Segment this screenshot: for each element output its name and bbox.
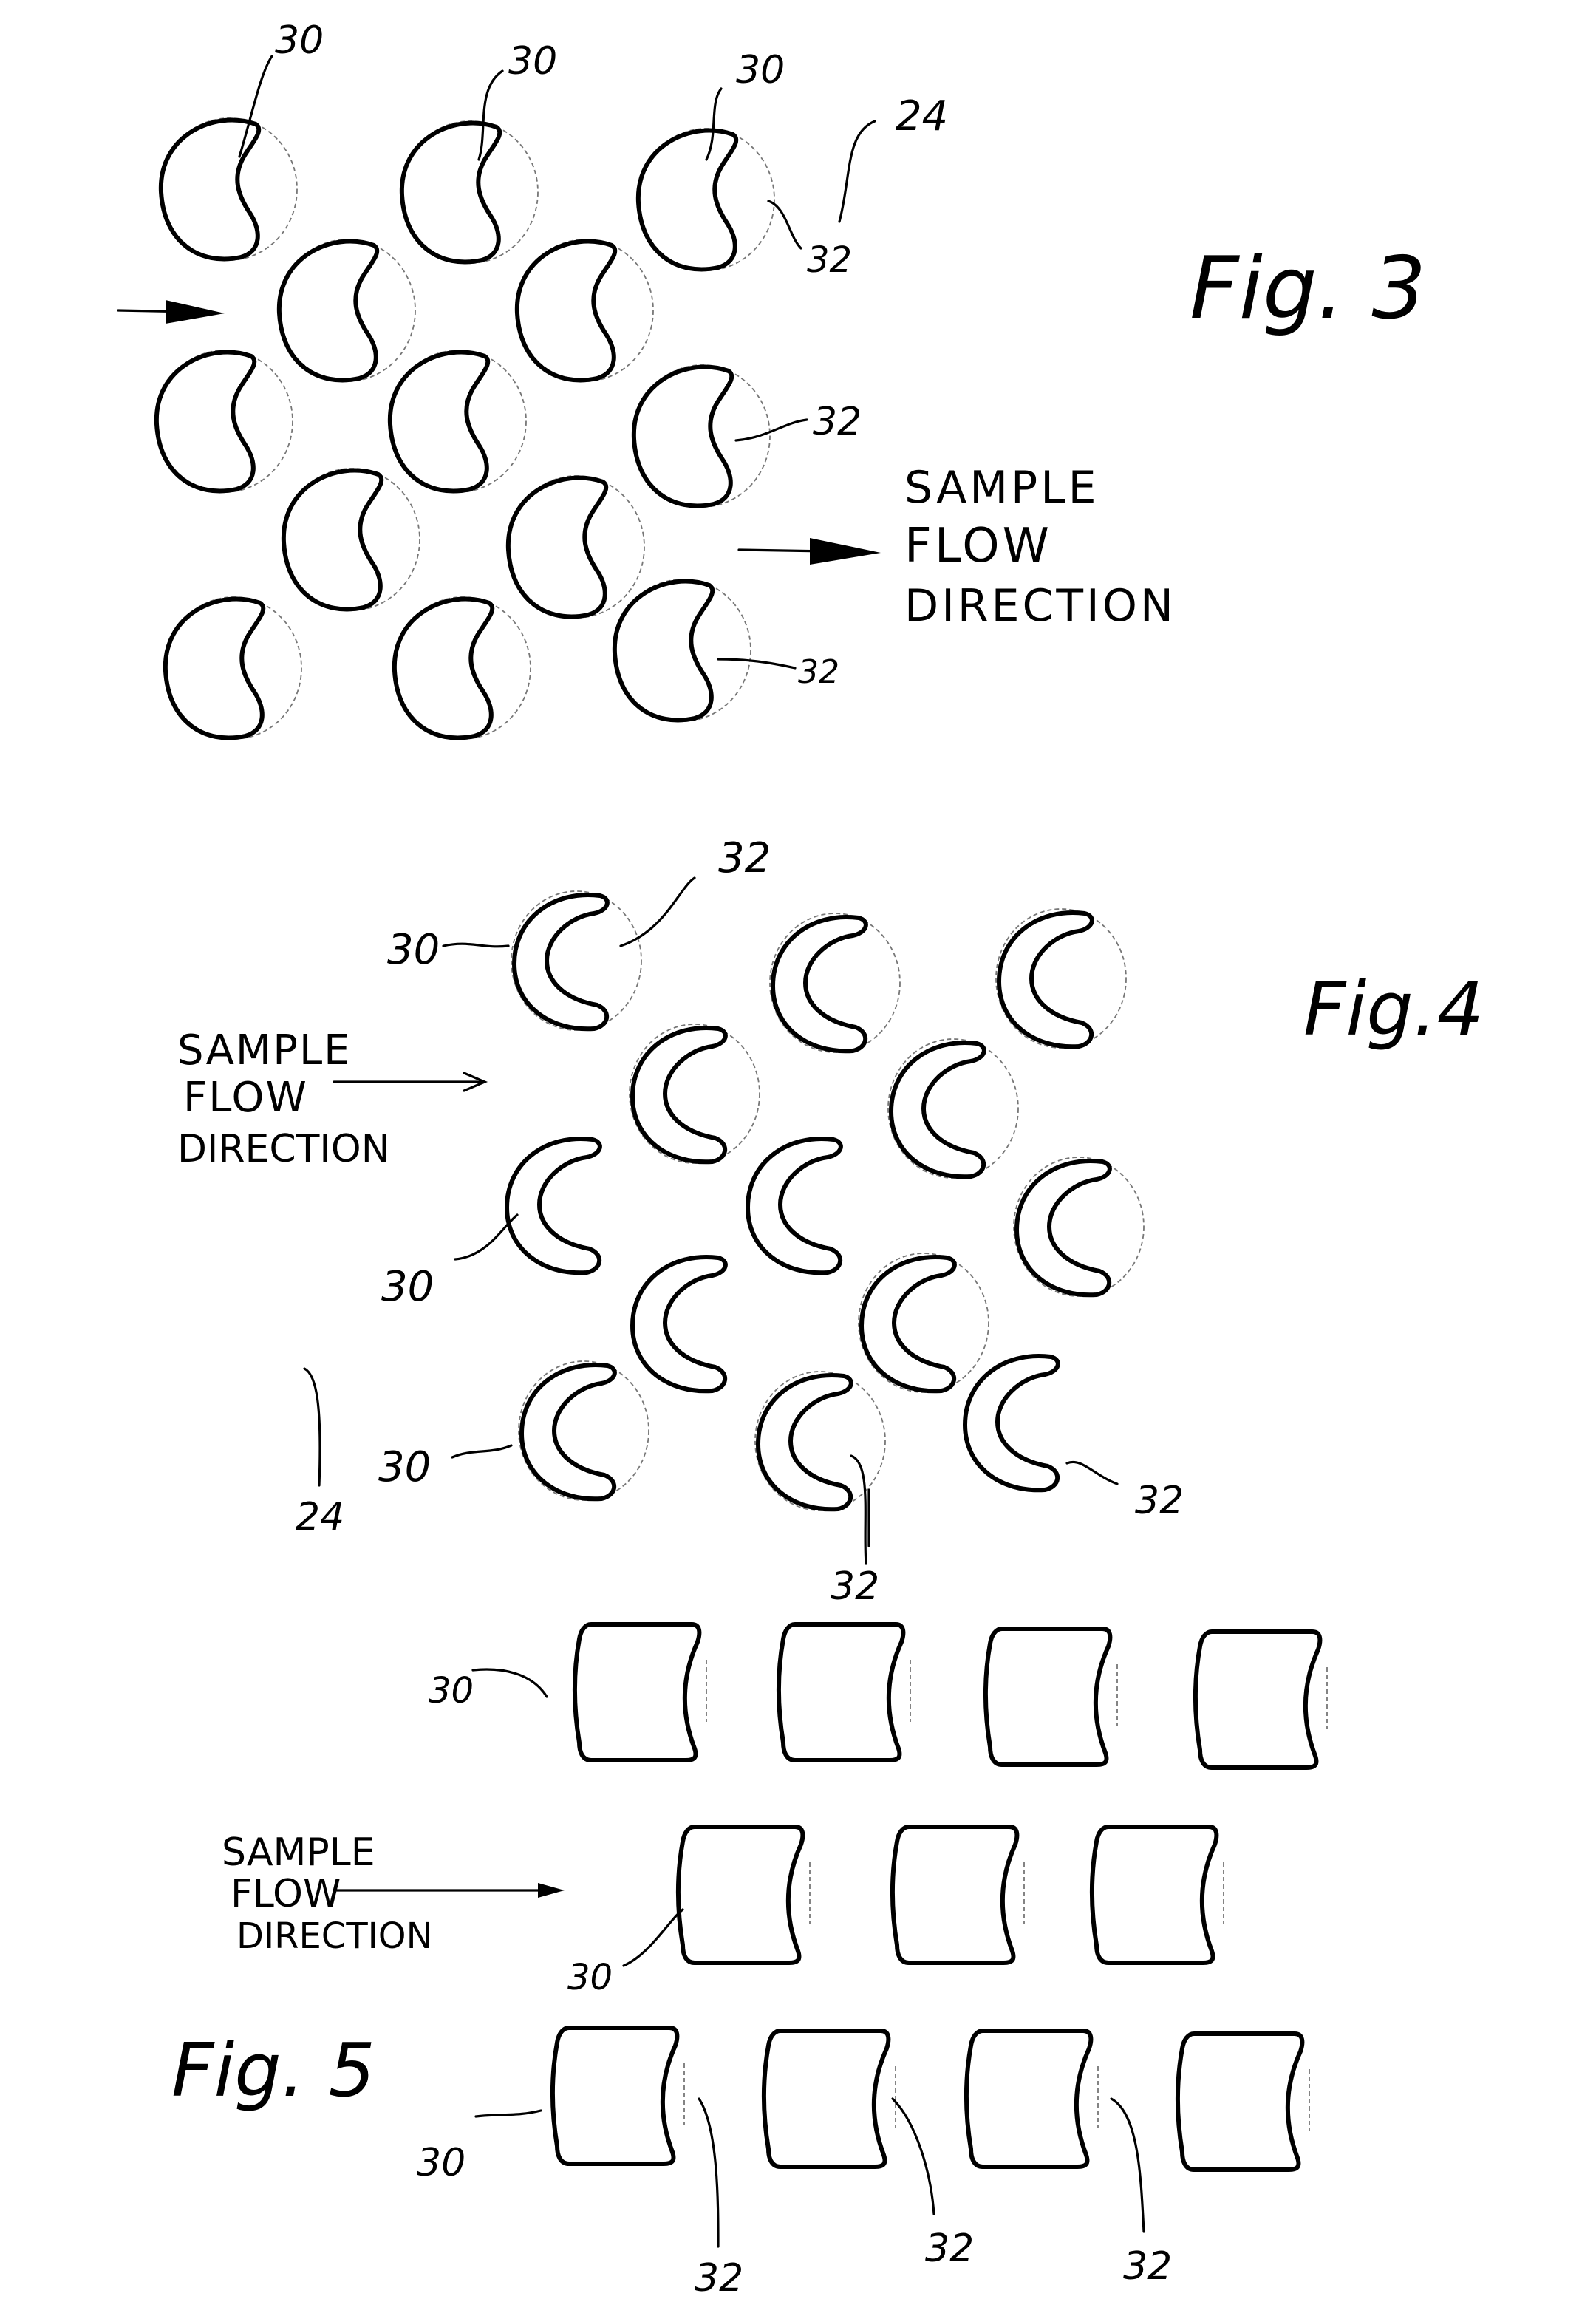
fig4-label-30: 30 — [387, 926, 440, 974]
fig3-label-30: 30 — [736, 48, 785, 92]
fig4-leader — [454, 1213, 519, 1261]
fig5-post — [779, 1624, 910, 1760]
fig3-leader — [838, 120, 876, 223]
fig5-leader — [474, 2109, 542, 2118]
fig3-title: Fig. 3 — [1190, 239, 1426, 338]
fig3-post — [508, 476, 644, 618]
fig5-label-30: 30 — [417, 2141, 466, 2185]
fig3-post — [638, 129, 774, 270]
fig5-leader — [891, 2097, 935, 2215]
fig4-post — [632, 1257, 726, 1391]
fig4-post — [511, 891, 641, 1030]
fig3-flow-arrow-icon — [737, 538, 881, 565]
fig4-leader — [303, 1367, 321, 1487]
fig3-leader — [717, 658, 797, 670]
fig4-leader — [850, 1454, 867, 1565]
fig4-post — [888, 1039, 1018, 1178]
fig3-label-24: 24 — [896, 92, 948, 140]
fig3-post — [615, 579, 751, 721]
fig3-label-30: 30 — [275, 18, 324, 63]
fig4-leader — [442, 942, 510, 948]
fig4-post — [630, 1024, 760, 1163]
fig4-post — [519, 1361, 649, 1500]
fig3-flow-label-line2: FLOW — [904, 519, 1052, 573]
fig4-leader — [619, 876, 696, 947]
fig5-leader — [698, 2097, 720, 2248]
fig4-post-array — [507, 891, 1144, 1510]
fig4-label-32: 32 — [1135, 1479, 1184, 1523]
fig4-label-32: 32 — [718, 834, 771, 882]
fig5-label-30: 30 — [429, 1670, 474, 1712]
fig3-post — [166, 597, 301, 739]
fig4-flow-label-line1: SAMPLE — [177, 1026, 352, 1074]
fig3-post — [279, 239, 415, 381]
fig4-flow-label-line3: DIRECTION — [177, 1127, 390, 1171]
fig3-leader — [705, 87, 723, 161]
fig5-post — [678, 1827, 810, 1963]
fig4-post — [1014, 1157, 1144, 1296]
fig5-flow-label-line3: DIRECTION — [236, 1915, 432, 1957]
fig3-post — [157, 350, 293, 492]
fig5-flow-label-line1: SAMPLE — [222, 1830, 375, 1875]
fig5-post — [986, 1629, 1117, 1765]
fig3-label-32: 32 — [798, 653, 839, 691]
fig4-post — [859, 1253, 989, 1392]
fig5-label-32: 32 — [925, 2227, 974, 2271]
fig4-label-30: 30 — [381, 1263, 434, 1311]
fig5-post — [764, 2031, 896, 2167]
fig3-post — [390, 350, 526, 492]
fig3-label-30: 30 — [508, 39, 557, 84]
fig4-flow-arrow-icon — [332, 1072, 488, 1092]
fig3-label-32: 32 — [807, 239, 852, 281]
fig4-label-24: 24 — [296, 1495, 344, 1539]
fig3-label-32: 32 — [813, 400, 862, 444]
fig5-label-32: 32 — [1123, 2244, 1172, 2289]
fig3-post — [284, 469, 420, 610]
fig3-post — [634, 365, 770, 507]
fig5-post — [893, 1827, 1024, 1963]
figure-3: 30 30 30 24 32 32 32 SAMPLE FLOW DIRECTI… — [117, 18, 1426, 739]
figure-4: 30 32 30 30 24 32 32 SAMPLE FLOW DIRECTI… — [177, 834, 1484, 1609]
fig4-title: Fig.4 — [1303, 966, 1484, 1052]
fig4-flow-label-line2: FLOW — [183, 1074, 308, 1122]
fig3-post — [402, 121, 538, 263]
fig3-post — [161, 118, 297, 260]
fig3-flow-label-line1: SAMPLE — [904, 462, 1099, 514]
fig5-leader — [622, 1908, 684, 1967]
fig4-leader — [1065, 1460, 1119, 1485]
fig5-flow-arrow-icon — [335, 1883, 565, 1898]
fig5-post-array — [553, 1624, 1327, 2170]
fig5-leader — [471, 1668, 548, 1698]
fig4-post — [996, 909, 1126, 1048]
fig4-post — [770, 913, 900, 1052]
fig3-leader — [477, 69, 504, 161]
fig4-post — [965, 1356, 1058, 1490]
figure-5: 30 30 30 32 32 32 SAMPLE FLOW DIRECTION … — [171, 1488, 1327, 2300]
fig5-post — [553, 2028, 684, 2164]
fig3-post-array — [157, 118, 774, 739]
fig5-leader — [1110, 2097, 1145, 2233]
fig3-leader — [767, 200, 802, 250]
fig5-post — [1178, 2034, 1309, 2170]
fig5-title: Fig. 5 — [171, 2027, 375, 2114]
fig5-label-30: 30 — [567, 1957, 613, 1998]
fig4-label-32: 32 — [831, 1564, 879, 1609]
fig4-label-30: 30 — [378, 1443, 431, 1491]
fig4-post — [507, 1139, 600, 1273]
fig3-post — [395, 597, 531, 739]
fig4-leader — [451, 1444, 513, 1459]
fig5-post — [1092, 1827, 1224, 1963]
fig3-post — [517, 239, 653, 381]
fig5-flow-label-line2: FLOW — [231, 1872, 341, 1916]
fig5-post — [1196, 1632, 1327, 1768]
fig3-flow-label-line3: DIRECTION — [904, 580, 1176, 632]
fig3-inlet-arrow-icon — [117, 300, 225, 324]
fig4-post — [748, 1139, 841, 1273]
fig5-post — [966, 2031, 1098, 2167]
fig5-label-32: 32 — [695, 2256, 743, 2300]
fig5-post — [575, 1624, 706, 1760]
fig3-leader — [238, 55, 273, 158]
fig3-leader — [734, 418, 808, 442]
